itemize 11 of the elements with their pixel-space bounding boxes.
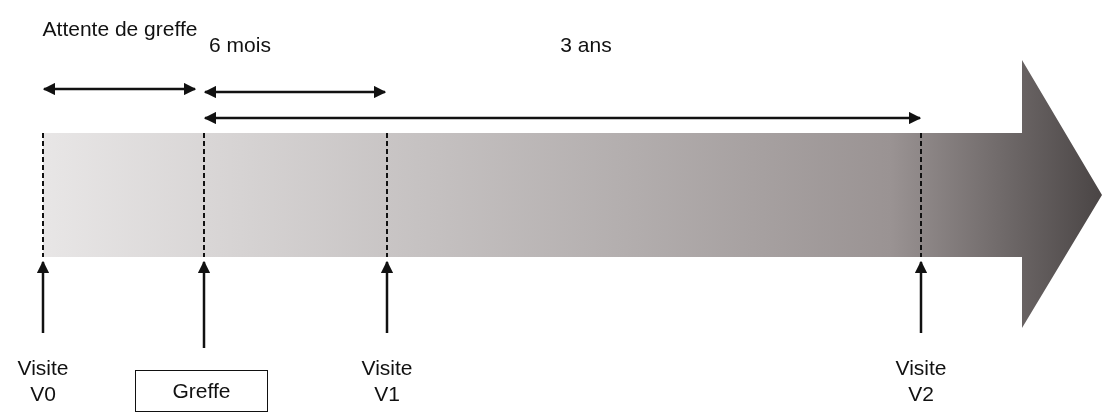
duration-label: 3 ans [559,32,613,58]
visit-label: Visite V0 [3,355,83,407]
event-box: Greffe [135,370,268,412]
visit-label: Visite V2 [881,355,961,407]
visit-label: Visite V1 [347,355,427,407]
arrow [36,260,50,333]
arrow [380,260,394,333]
duration-label: 6 mois [208,32,272,58]
arrow [914,260,928,333]
arrow [197,260,211,348]
duration-label: Attente de greffe [41,16,199,42]
